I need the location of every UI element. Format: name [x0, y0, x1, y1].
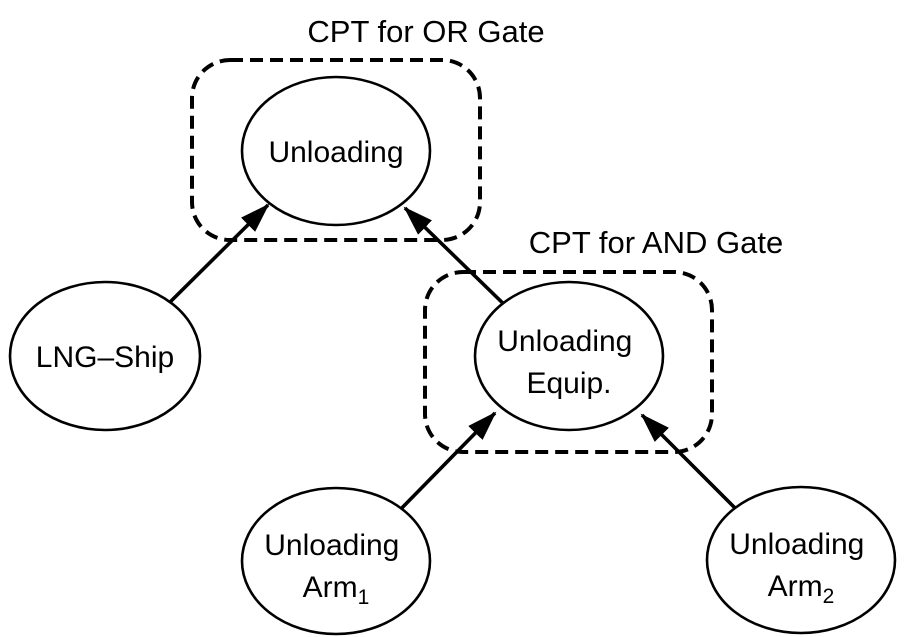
node-unloading-arm1-label-line2: Arm1 — [303, 571, 370, 609]
node-unloading-label: Unloading — [268, 136, 403, 169]
edge-unloading-equip-to-unloading — [403, 206, 517, 317]
node-unloading-arm2-label-line2: Arm2 — [768, 570, 835, 608]
node-unloading-equip-label-line1: Unloading — [497, 325, 632, 358]
node-unloading — [240, 75, 432, 227]
node-unloading-equip — [473, 280, 665, 432]
node-unloading-arm1-label-base: Arm — [303, 571, 358, 604]
or-gate-cpt-box — [190, 58, 482, 242]
node-unloading-arm2-label-base: Arm — [768, 570, 823, 603]
node-unloading-arm1-label-line1: Unloading — [264, 529, 399, 562]
node-lng-ship-label: LNG–Ship — [36, 341, 174, 374]
or-gate-label: CPT for OR Gate — [307, 14, 544, 49]
node-unloading-equip-label: Unloading Equip. — [497, 325, 640, 400]
edge-unloading-arm2-to-unloading-equip — [640, 413, 745, 518]
node-unloading-arm1-label: Unloading Arm1 — [264, 529, 407, 609]
edge-unloading-arm1-to-unloading-equip — [393, 411, 497, 517]
node-unloading-arm1-label-subscript: 1 — [358, 586, 370, 609]
node-unloading-arm2-label: Unloading Arm2 — [729, 528, 872, 608]
node-unloading-arm2 — [705, 485, 897, 635]
edge-lng-ship-to-unloading — [158, 203, 270, 314]
node-unloading-arm2-label-subscript: 2 — [823, 585, 835, 608]
node-lng-ship — [8, 280, 202, 432]
node-unloading-equip-label-line2: Equip. — [526, 367, 611, 400]
and-gate-label: CPT for AND Gate — [529, 225, 783, 260]
node-unloading-arm2-label-line1: Unloading — [729, 528, 864, 561]
node-unloading-arm1 — [240, 486, 432, 636]
and-gate-cpt-box — [423, 270, 714, 454]
